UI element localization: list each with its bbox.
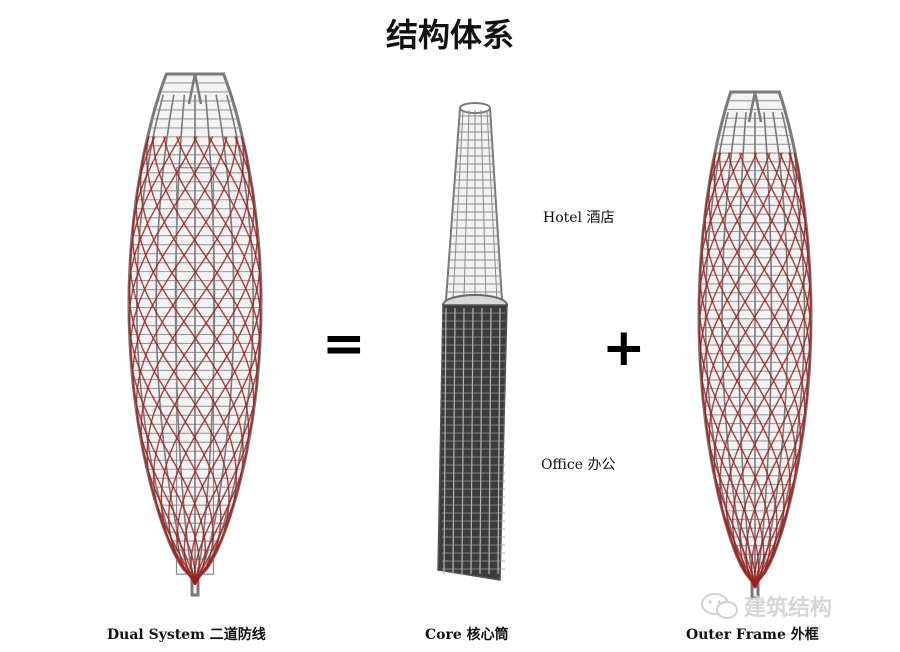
diagrid-member [128,136,214,585]
core-tube-tower [437,102,508,581]
dual-system-caption: Dual System 二道防线 [107,627,266,643]
watermark: 建筑结构 [700,590,832,622]
diagrid-member [152,136,259,585]
diagrid-member [699,152,783,589]
diagrid-member [129,136,230,585]
office-column [452,307,456,575]
outer-frame-tower [697,90,813,600]
watermark-text: 建筑结构 [744,596,833,621]
hotel-zone-label: Hotel 酒店 [543,210,615,226]
diagrid-member [713,152,806,589]
diagrid-member [732,152,812,589]
diagrid-member [139,136,250,585]
wechat-icon [701,593,738,619]
office-column [488,307,492,575]
diagrid-member [132,136,238,585]
office-column [461,307,465,575]
diagrid-member [163,136,261,585]
diagrid-member [698,152,778,589]
diagrid-member [129,136,228,585]
office-zone-label: Office 办公 [541,457,616,473]
office-column [443,307,447,575]
diagrid-member [725,152,811,589]
diagrid-member [698,152,771,589]
diagrid-member [145,136,255,585]
diagrid-member [135,136,244,585]
diagrid-member [135,136,245,585]
diagrid-member [704,152,797,588]
diagrid-member [168,136,262,585]
diagrid-member [140,136,250,585]
frame-column [155,94,196,580]
crown-spire [747,91,763,123]
diagrid-member [727,152,811,589]
diagrid-member [708,152,802,589]
diagrid-member [128,136,222,585]
page-title: 结构体系 [385,16,514,54]
diagrid-member [713,152,806,588]
diagrid-member [701,152,792,589]
frame-column [721,112,756,584]
dual-system-tower [127,72,263,597]
outer-frame-caption: Outer Frame 外框 [686,627,819,643]
diagrid-member [176,136,262,585]
hotel-column [452,109,464,301]
diagrid-member [699,152,785,589]
diagrid-member [718,152,809,589]
hotel-column [486,109,498,301]
diagrid-member [160,136,261,585]
diagrid-member [704,152,797,589]
hotel-column [480,109,487,301]
diagrid-member [131,136,238,585]
equals-sign: = [322,314,366,374]
diagrid-member [738,152,812,589]
hotel-column [463,109,470,301]
crown-spire [187,73,203,105]
office-column [470,307,474,575]
diagrid-member [708,152,802,589]
core-caption: Core 核心筒 [425,627,509,643]
diagrid-member [146,136,255,585]
plus-sign: + [602,318,646,378]
diagrid-member [152,136,258,585]
office-column [497,307,501,575]
office-column [479,307,483,575]
